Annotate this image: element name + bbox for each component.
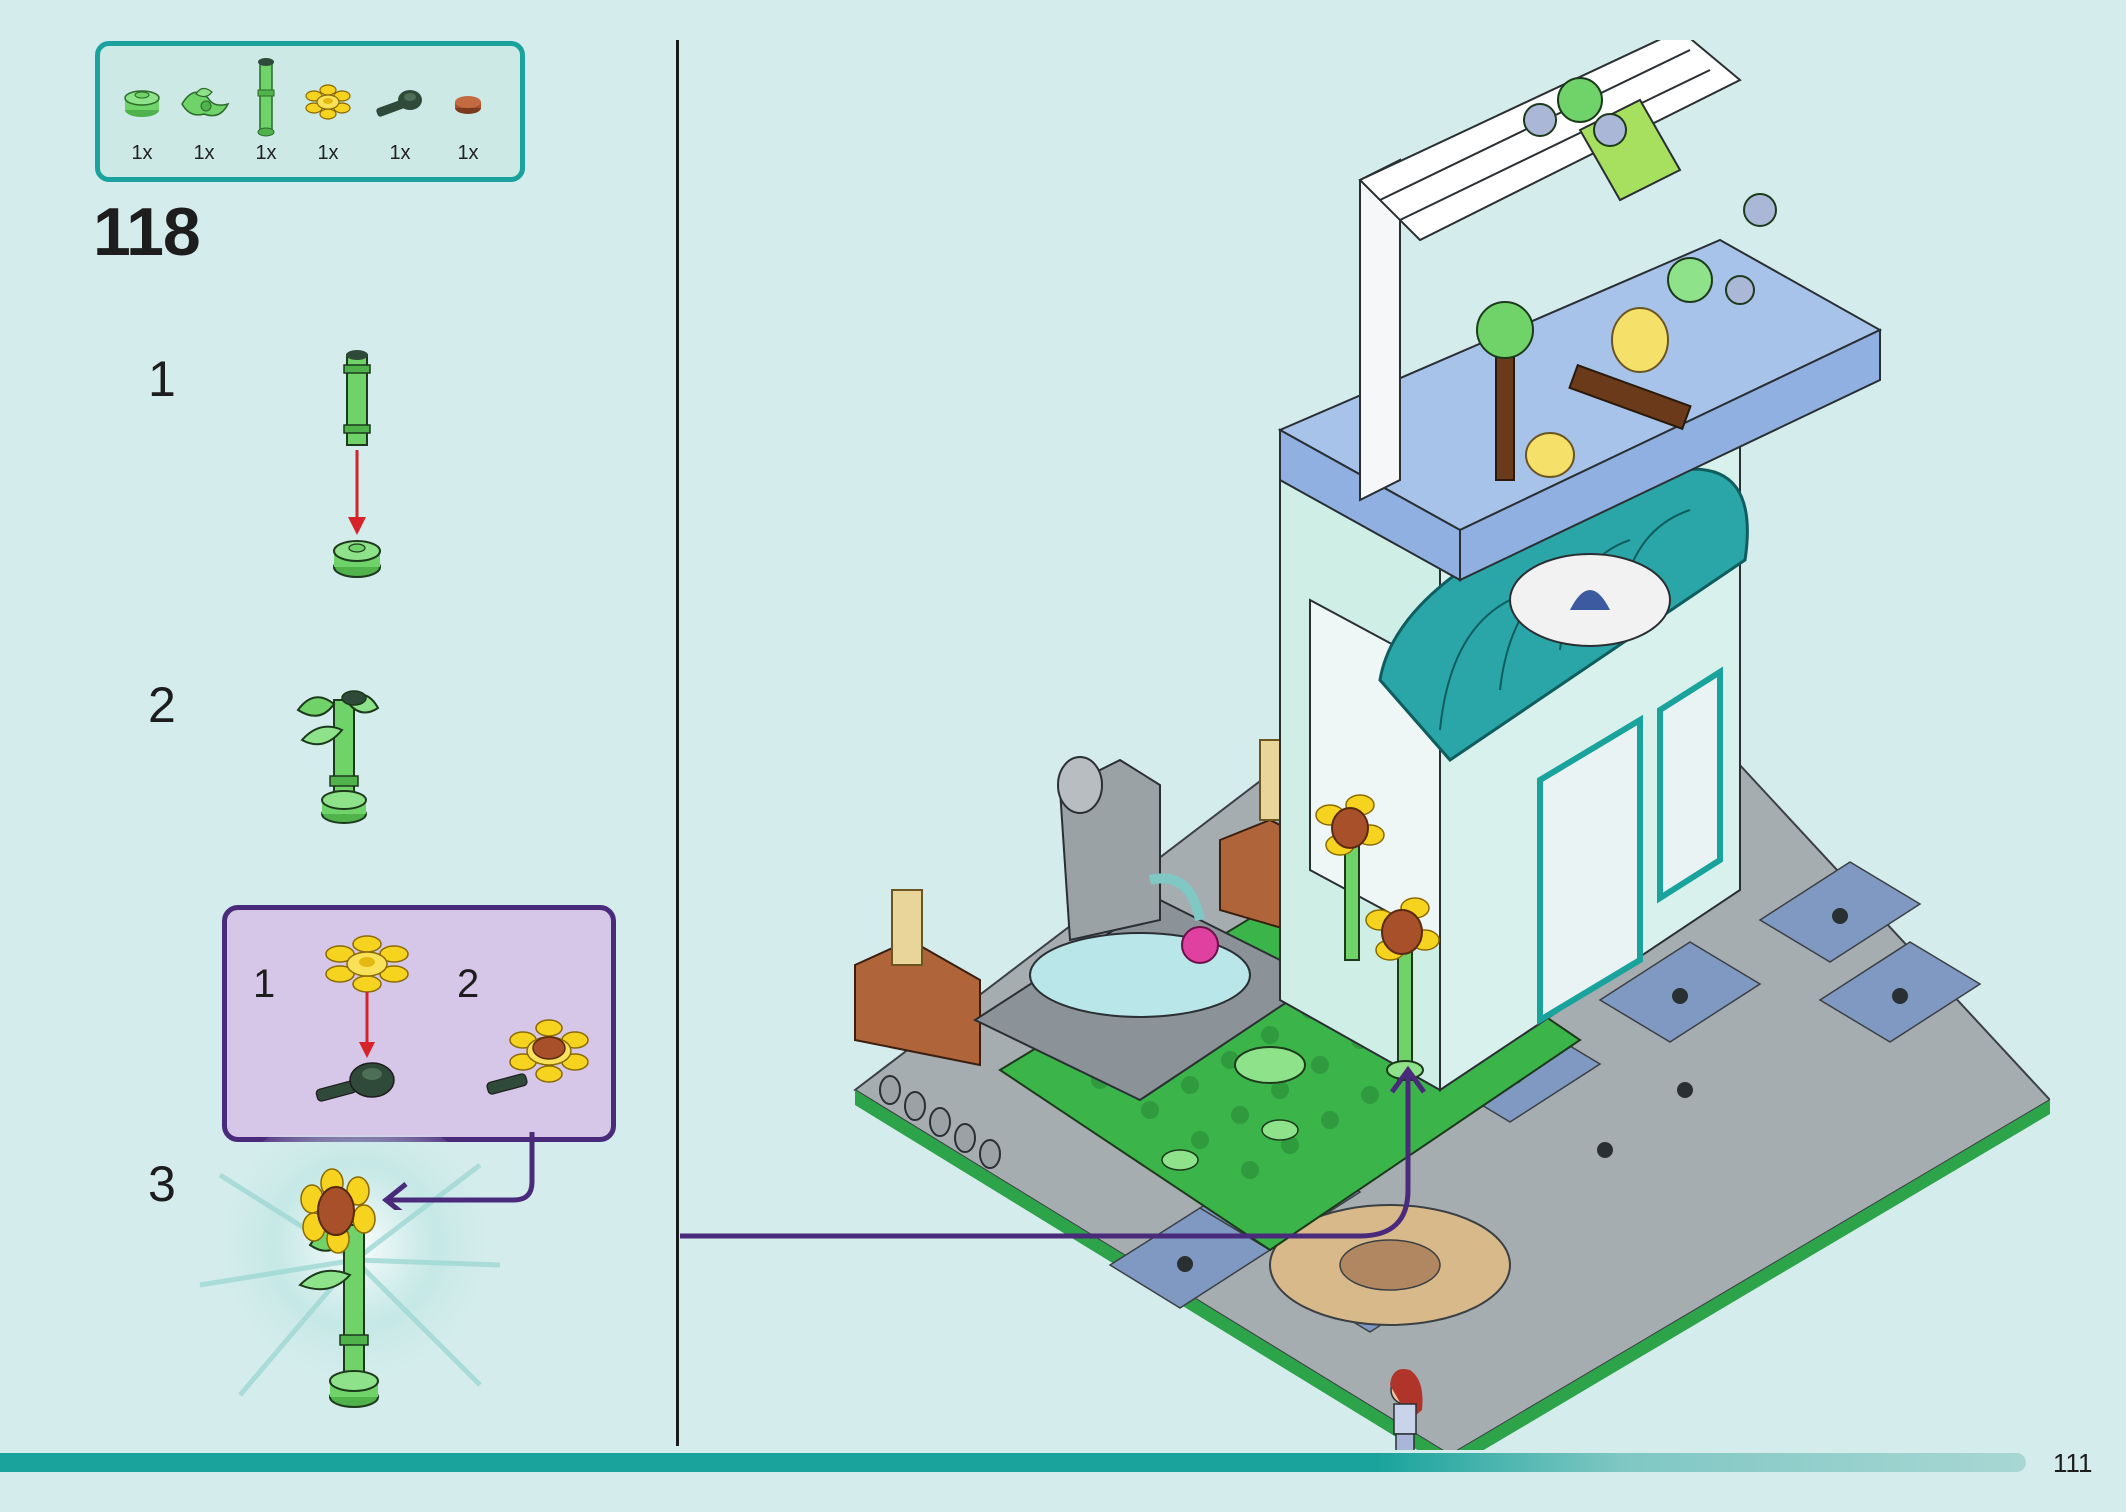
part-qty: 1x	[457, 142, 479, 164]
sunflower-1	[1331, 807, 1369, 849]
pink-rose	[1181, 926, 1219, 964]
page-number: 111	[2053, 1448, 2093, 1478]
round-tile-icon	[455, 96, 481, 114]
shop-door	[1537, 714, 1643, 1026]
bottom-progress-bar	[0, 1453, 2026, 1472]
bar-icon	[257, 58, 275, 137]
sunflower-2	[1381, 909, 1423, 955]
placement-arrow	[680, 1070, 1411, 1239]
arrow-up-icon	[1389, 1065, 1427, 1094]
callout-step-1-illustration	[315, 935, 409, 1102]
column-divider	[676, 40, 679, 1446]
clip-icon	[376, 90, 422, 117]
substep-3-illustration	[199, 1135, 505, 1410]
part-qty: 1x	[317, 142, 339, 164]
part-flower: 1x	[298, 64, 358, 174]
substep-1-illustration	[333, 350, 381, 578]
part-qty: 1x	[389, 142, 411, 164]
callout-step-1: 1	[253, 962, 276, 1006]
step-number: 118	[93, 194, 201, 270]
substep-1-number: 1	[148, 351, 176, 407]
main-build-illustration	[680, 40, 2050, 1450]
part-qty: 1x	[255, 142, 277, 164]
substep-2-illustration	[296, 690, 380, 824]
pergola-top	[1358, 40, 1742, 242]
substep-2-number: 2	[148, 677, 176, 733]
substep-3-number: 3	[148, 1156, 176, 1212]
arrow-left-icon	[381, 1182, 408, 1210]
part-qty: 1x	[131, 142, 153, 164]
callout-arrow	[381, 1132, 535, 1210]
part-bar-with-stud: 1x	[236, 52, 296, 164]
sub-assembly-callout: 1 2	[222, 905, 616, 1142]
part-round-tile: 1x	[438, 64, 498, 174]
round-plate-icon	[124, 90, 160, 117]
part-qty: 1x	[193, 142, 215, 164]
part-clip-bar: 1x	[370, 64, 430, 174]
callout-step-2-illustration	[486, 1019, 589, 1095]
part-leaf-element: 1x	[174, 64, 234, 174]
parts-list: 1x 1x 1x 1x	[95, 41, 525, 182]
part-round-plate: 1x	[112, 64, 172, 174]
callout-step-2: 2	[457, 962, 480, 1006]
flower-icon	[305, 84, 351, 120]
leaf-icon	[181, 87, 230, 117]
